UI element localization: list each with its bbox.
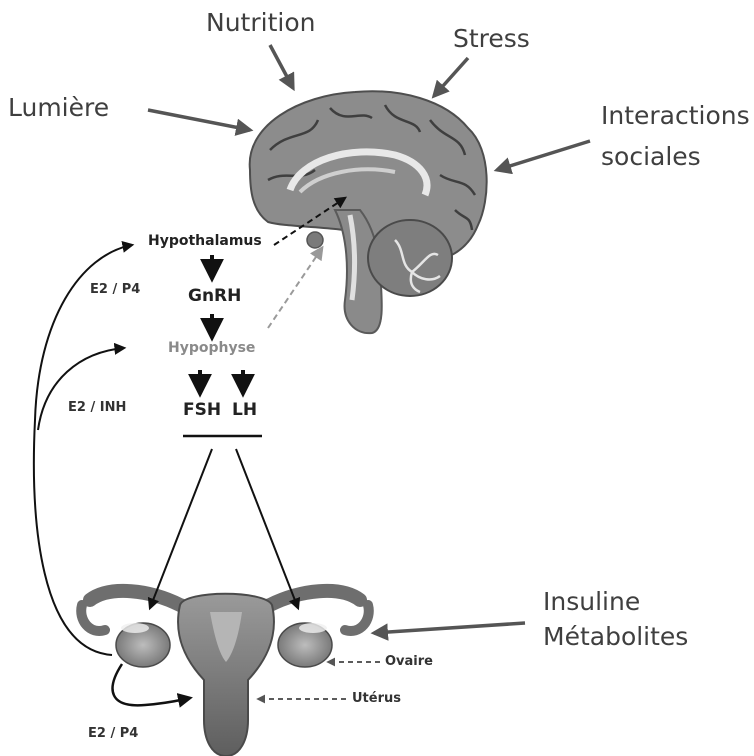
hypophyse-pointer [268,248,322,328]
fsh-label: FSH [183,400,221,420]
cascade-arrows [150,255,298,608]
gnrh-label: GnRH [188,286,241,306]
nutrition-label: Nutrition [206,8,315,37]
insuline-arrow [374,623,525,633]
feedback-uterus-loop [113,664,190,705]
lumiere-arrow [148,110,250,130]
insuline-label: Insuline [543,587,640,616]
brain-illustration [250,91,487,333]
uterus-label: Utérus [352,691,401,706]
feedback-e2-inh-loop [38,348,124,430]
hypothalamus-label: Hypothalamus [148,233,262,249]
e2-p4-bottom-label: E2 / P4 [88,726,138,741]
interactions-label: Interactions [601,101,750,130]
lh-label: LH [232,400,257,420]
e2-p4-top-label: E2 / P4 [90,282,140,297]
gonadotropin-right-arrow [236,449,298,608]
interactions-arrow [497,141,590,170]
lumiere-label: Lumière [8,93,109,122]
gonadotropin-left-arrow [150,449,212,608]
metabolites-label: Métabolites [543,622,688,651]
e2-inh-label: E2 / INH [68,400,126,415]
nutrition-arrow [270,45,293,88]
hypophyse-label: Hypophyse [168,340,255,356]
stress-arrow [434,58,468,96]
stress-label: Stress [453,24,530,53]
sociales-label: sociales [601,142,701,171]
ovaire-label: Ovaire [385,654,433,669]
